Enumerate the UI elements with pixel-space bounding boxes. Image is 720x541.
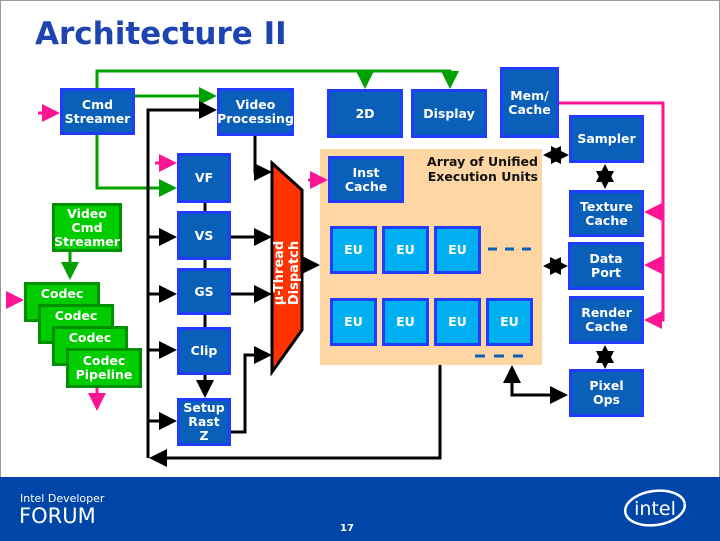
- 2d-block: 2D: [327, 89, 403, 138]
- eu-array-label: Array of Unified Execution Units: [427, 154, 538, 184]
- eu-block: EU: [330, 298, 377, 346]
- pixel-ops-block: Pixel Ops: [569, 369, 644, 417]
- thread-dispatch-label: µ-Thread Dispatch: [272, 240, 302, 306]
- inst-cache-block: Inst Cache: [328, 156, 404, 203]
- footer: Intel Developer FORUM 17 intel: [0, 477, 720, 541]
- setup-rast-z-block: Setup Rast Z: [177, 398, 231, 446]
- thread-dispatch-shape: [270, 159, 304, 377]
- vs-block: VS: [177, 211, 231, 260]
- svg-text:intel: intel: [634, 498, 676, 520]
- slide-title: Architecture II: [35, 16, 287, 52]
- video-processing-block: Video Processing: [217, 88, 294, 136]
- vf-block: VF: [177, 153, 231, 203]
- gs-block: GS: [177, 268, 231, 315]
- intel-logo: intel: [623, 489, 687, 527]
- pink-paths: [6, 101, 665, 411]
- page-number: 17: [340, 523, 354, 534]
- eu-continuation-dashes: [475, 247, 538, 358]
- data-port-block: Data Port: [568, 242, 644, 290]
- video-cmd-streamer-block: Video Cmd Streamer: [52, 203, 122, 252]
- eu-block: EU: [382, 226, 429, 274]
- clip-block: Clip: [177, 327, 231, 375]
- green-paths: [61, 69, 459, 280]
- texture-cache-block: Texture Cache: [569, 190, 644, 237]
- cmd-streamer-block: Cmd Streamer: [60, 88, 135, 135]
- display-block: Display: [411, 89, 487, 138]
- codec-pipeline-block: Codec Pipeline: [66, 348, 142, 388]
- mem-cache-block: Mem/ Cache: [500, 67, 559, 138]
- black-paths: [146, 101, 614, 467]
- eu-block: EU: [382, 298, 429, 346]
- sampler-block: Sampler: [569, 115, 644, 163]
- connections: [6, 69, 665, 467]
- eu-block: EU: [486, 298, 533, 346]
- idf-logo-line1: Intel Developer: [20, 492, 105, 505]
- eu-block: EU: [330, 226, 377, 274]
- eu-block: EU: [434, 298, 481, 346]
- render-cache-block: Render Cache: [569, 296, 644, 344]
- idf-logo-line2: FORUM: [19, 504, 96, 528]
- eu-block: EU: [434, 226, 481, 274]
